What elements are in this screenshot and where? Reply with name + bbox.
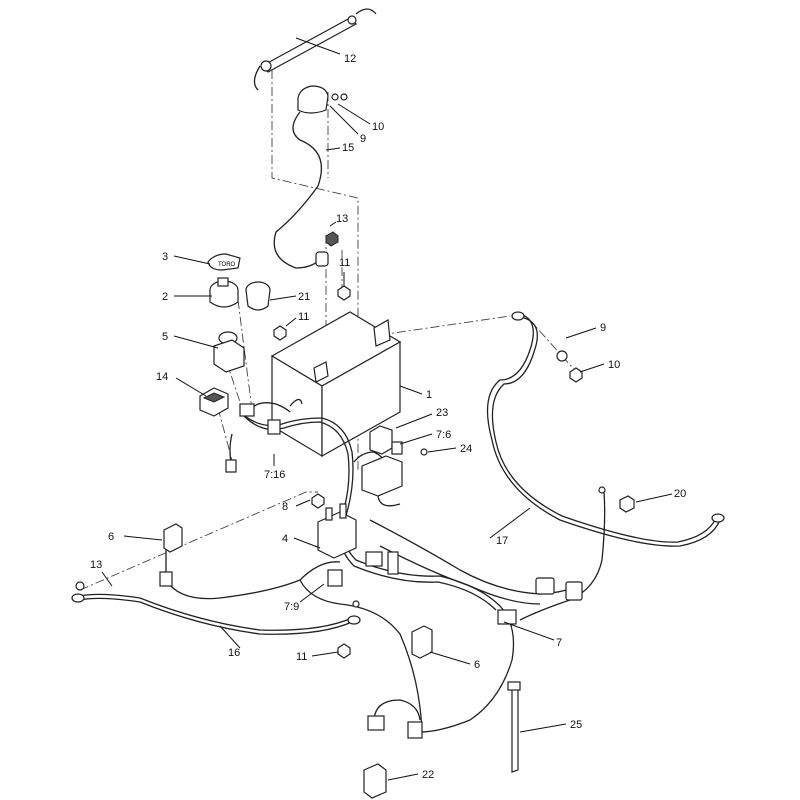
callout-9: 9 <box>600 322 606 334</box>
relay-6 <box>163 523 433 659</box>
callout-7-6: 7:6 <box>436 429 451 441</box>
callout-1: 1 <box>426 389 432 401</box>
connector-22 <box>363 763 387 799</box>
callout-13: 13 <box>336 213 348 225</box>
callout-7-16: 7:16 <box>264 469 285 481</box>
battery-hold-down-rod <box>253 8 377 91</box>
callout-11: 11 <box>298 311 309 323</box>
switch-21 <box>245 281 271 311</box>
callout-9: 9 <box>360 133 366 145</box>
callout-13: 13 <box>90 559 102 571</box>
wiring-harness <box>159 398 606 739</box>
callout-21: 21 <box>298 291 310 303</box>
callout-20: 20 <box>674 488 686 500</box>
callout-5: 5 <box>162 331 168 343</box>
relay-23 <box>369 425 393 455</box>
callout-7-9: 7:9 <box>284 601 299 613</box>
leader-lines <box>101 37 673 781</box>
battery-cable-boot <box>273 85 348 269</box>
callout-14: 14 <box>156 371 168 383</box>
starter-solenoid <box>311 493 357 559</box>
callout-4: 4 <box>282 533 288 545</box>
positive-cable <box>486 311 725 547</box>
hour-meter <box>199 387 229 417</box>
pto-switch <box>213 331 245 373</box>
callout-10: 10 <box>372 121 384 133</box>
callout-22: 22 <box>422 769 434 781</box>
callout-17: 17 <box>496 535 508 547</box>
callout-11: 11 <box>339 257 350 269</box>
callout-6: 6 <box>108 531 114 543</box>
fuse-block <box>361 441 428 507</box>
callout-15: 15 <box>342 142 354 154</box>
callout-25: 25 <box>570 719 582 731</box>
callout-12: 12 <box>344 53 356 65</box>
callout-3: 3 <box>162 251 168 263</box>
callout-2: 2 <box>162 291 168 303</box>
callout-23: 23 <box>436 407 448 419</box>
ignition-switch <box>209 277 239 308</box>
callout-10: 10 <box>608 359 620 371</box>
negative-cable <box>71 593 361 635</box>
callout-8: 8 <box>282 501 288 513</box>
callout-numbers: 12 10 9 15 13 11 3 2 21 11 5 9 10 1 14 2… <box>90 53 686 781</box>
callout-7: 7 <box>556 637 562 649</box>
cable-tie <box>507 681 521 773</box>
callout-16: 16 <box>228 647 240 659</box>
battery <box>270 311 402 458</box>
callout-6: 6 <box>474 659 480 671</box>
callout-11: 11 <box>296 651 307 663</box>
callout-24: 24 <box>460 443 472 455</box>
key-label: TORO <box>218 262 236 268</box>
ignition-key: TORO <box>207 253 241 271</box>
